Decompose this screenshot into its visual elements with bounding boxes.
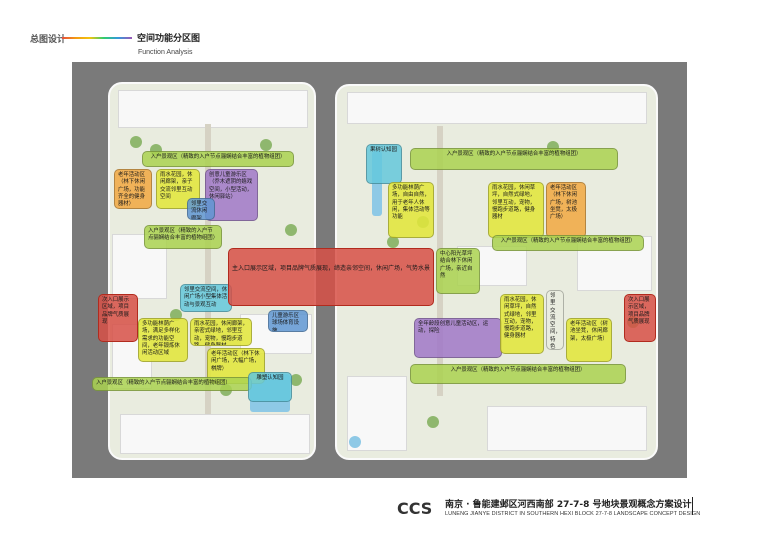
zone-fruit-garden: 果树认知园: [366, 144, 402, 184]
site-plan: 入户景观区（精致的入户节点骊娴结合丰富的植物组团） 老年活动区（林下休闲广场，功…: [72, 62, 687, 478]
zone-pet-left: 雕塑认知园: [248, 372, 292, 402]
tree-icon: [130, 136, 142, 148]
building: [347, 92, 647, 124]
tree-icon: [427, 416, 439, 428]
zone-side-entry-left: 次入口展示区域，项目品牌气质展现: [98, 294, 138, 342]
zone-entry-top-left: 入户景观区（精致的入户节点骊娴结合丰富的植物组团）: [142, 151, 294, 167]
zone-rain2-left: 雨水花园，休闲廊架，亲密式绿地，邻里互动，宠物，慢跑步道路，健身器材: [190, 318, 252, 346]
project-title: 南京 · 鲁能建邺区河西南部 27-7-8 号地块景观概念方案设计: [445, 500, 692, 510]
zone-neighbor-right: 邻里交流空间，特色木平台，乔木遮阴，精神堡垒: [546, 290, 564, 350]
zone-rain2-right: 雨水花园，休闲草坪，自然式绿地，邻里互动，宠物，慢跑步道路，健身器材: [500, 294, 544, 354]
section-label: 总图设计: [30, 35, 67, 45]
zone-entry-bottom-right: 入户景观区（精致的入户节点骊娴结合丰富的植物组团）: [410, 364, 626, 384]
svg-text:CCS: CCS: [397, 499, 432, 517]
tree-icon: [260, 139, 272, 151]
zone-entry-mid-left: 入户景观区（精致的入户节点骊娴结合丰富的植物组团）: [144, 225, 222, 249]
zone-elder-left: 老年活动区（林下休闲广场，功能齐全的健身器材）: [114, 169, 152, 209]
zone-multi-right: 多功能林荫广场，自由自然，用于老年人休闲，集体活动等功能: [388, 182, 434, 238]
zone-kids2-left: 儿童游乐区球场体育设施: [268, 310, 308, 332]
page-subtitle: Function Analysis: [138, 49, 193, 56]
zone-multi-left: 多功能林荫广场，满足多样化需求的功能空间，老年锻炼休闲活动区域: [138, 318, 188, 362]
tree-icon: [387, 236, 399, 248]
project-subtitle: LUNENG JIANYE DISTRICT IN SOUTHERN HEXI …: [445, 511, 701, 517]
fountain: [349, 436, 361, 448]
tree-icon: [290, 374, 302, 386]
zone-kids-left: 创意儿童游乐区（乔木遮阴的嬉戏空间，小型活动，休闲驿站）: [205, 169, 258, 221]
footer-divider: [692, 497, 693, 515]
zone-entry-top-right: 入户景观区（精致的入户节点骊娴结合丰富的植物组团）: [410, 148, 618, 170]
ccs-logo: CCS: [397, 499, 432, 517]
zone-neighbor2-left: 邻里交流空间，休闲广场小型集体活动与景观互动: [180, 284, 232, 312]
zone-entry-mid-right: 入户景观区（精致的入户节点骊娴结合丰富的植物组团）: [492, 235, 644, 251]
zone-sun-lawn: 中心阳光草坪结合林下休闲广场，亲近自然: [436, 248, 480, 294]
building: [120, 414, 310, 454]
zone-side-entry-right: 次入口展示区域，项目品牌气质展现: [624, 294, 656, 342]
zone-neighbor-left: 邻里交流休闲廊架: [187, 198, 215, 220]
zone-rain-right: 雨水花园，休闲草坪，自然式绿地，邻里互动，宠物，慢跑步道路，健身器材: [488, 182, 544, 238]
zone-entry-bottom-left: 入户景观区（精致的入户节点骊娴结合丰富的植物组团）: [92, 377, 252, 391]
zone-main-entry: 主入口展示区域，项目品牌气质展现，缔造亲邻空间，休闲广场，气势水景: [228, 248, 434, 306]
zone-kids-right: 全年龄段创意儿童活动区，运动，探险: [414, 318, 502, 358]
zone-elder2-right: 老年活动区（树池坐凳，休闲廊架，太极广场）: [566, 318, 612, 362]
page-title: 空间功能分区图: [137, 34, 201, 44]
building: [118, 90, 308, 128]
header-divider: [62, 37, 132, 39]
path: [205, 124, 211, 414]
tree-icon: [285, 224, 297, 236]
building: [487, 406, 647, 451]
zone-elder-right: 老年活动区（林下休闲广场，树池坐凳，太极广场）: [546, 182, 586, 238]
